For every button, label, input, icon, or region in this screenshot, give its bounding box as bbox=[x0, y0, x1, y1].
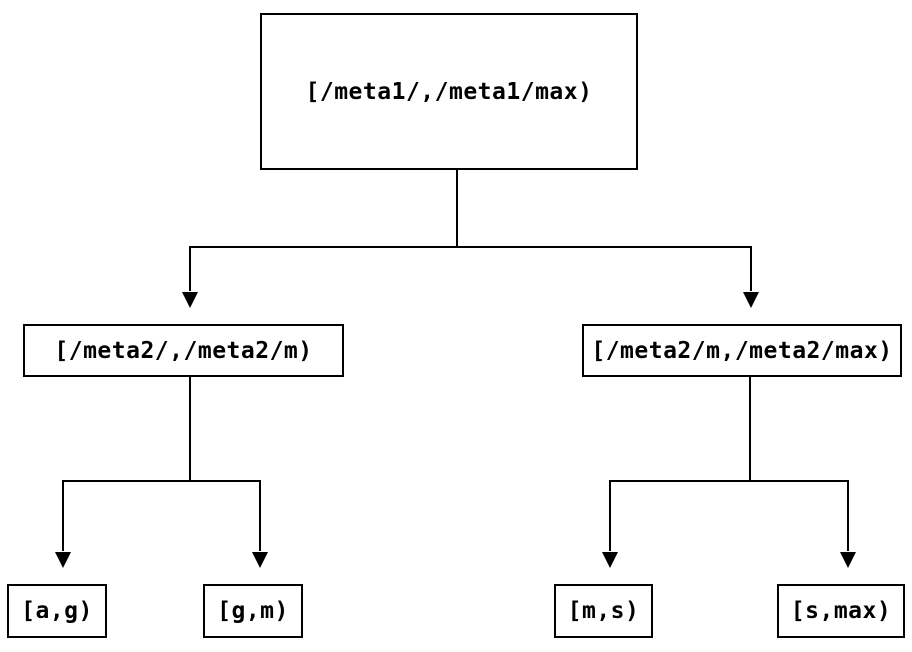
node-leaf-gm-range: [g,m) bbox=[203, 584, 303, 638]
arrowhead-leaf-ms bbox=[602, 552, 618, 568]
node-leaf-smax-range: [s,max) bbox=[777, 584, 905, 638]
node-leaf-ag-range: [a,g) bbox=[7, 584, 107, 638]
node-label: [/meta1/,/meta1/max) bbox=[305, 78, 593, 105]
node-leaf-ms-range: [m,s) bbox=[554, 584, 653, 638]
arrowhead-leaf-ag bbox=[55, 552, 71, 568]
node-label: [/meta2/m,/meta2/max) bbox=[591, 337, 893, 364]
arrowhead-leaf-gm bbox=[252, 552, 268, 568]
node-label: [s,max) bbox=[790, 598, 892, 624]
node-label: [/meta2/,/meta2/m) bbox=[54, 337, 313, 364]
node-meta2-lower-range: [/meta2/,/meta2/m) bbox=[23, 324, 344, 377]
node-root-meta1-range: [/meta1/,/meta1/max) bbox=[260, 13, 638, 170]
node-meta2-upper-range: [/meta2/m,/meta2/max) bbox=[582, 324, 902, 377]
arrowhead-mid-left bbox=[182, 292, 198, 308]
arrowhead-leaf-smax bbox=[840, 552, 856, 568]
node-label: [a,g) bbox=[21, 598, 93, 624]
arrowhead-mid-right bbox=[743, 292, 759, 308]
node-label: [m,s) bbox=[567, 598, 640, 624]
node-label: [g,m) bbox=[217, 598, 289, 624]
